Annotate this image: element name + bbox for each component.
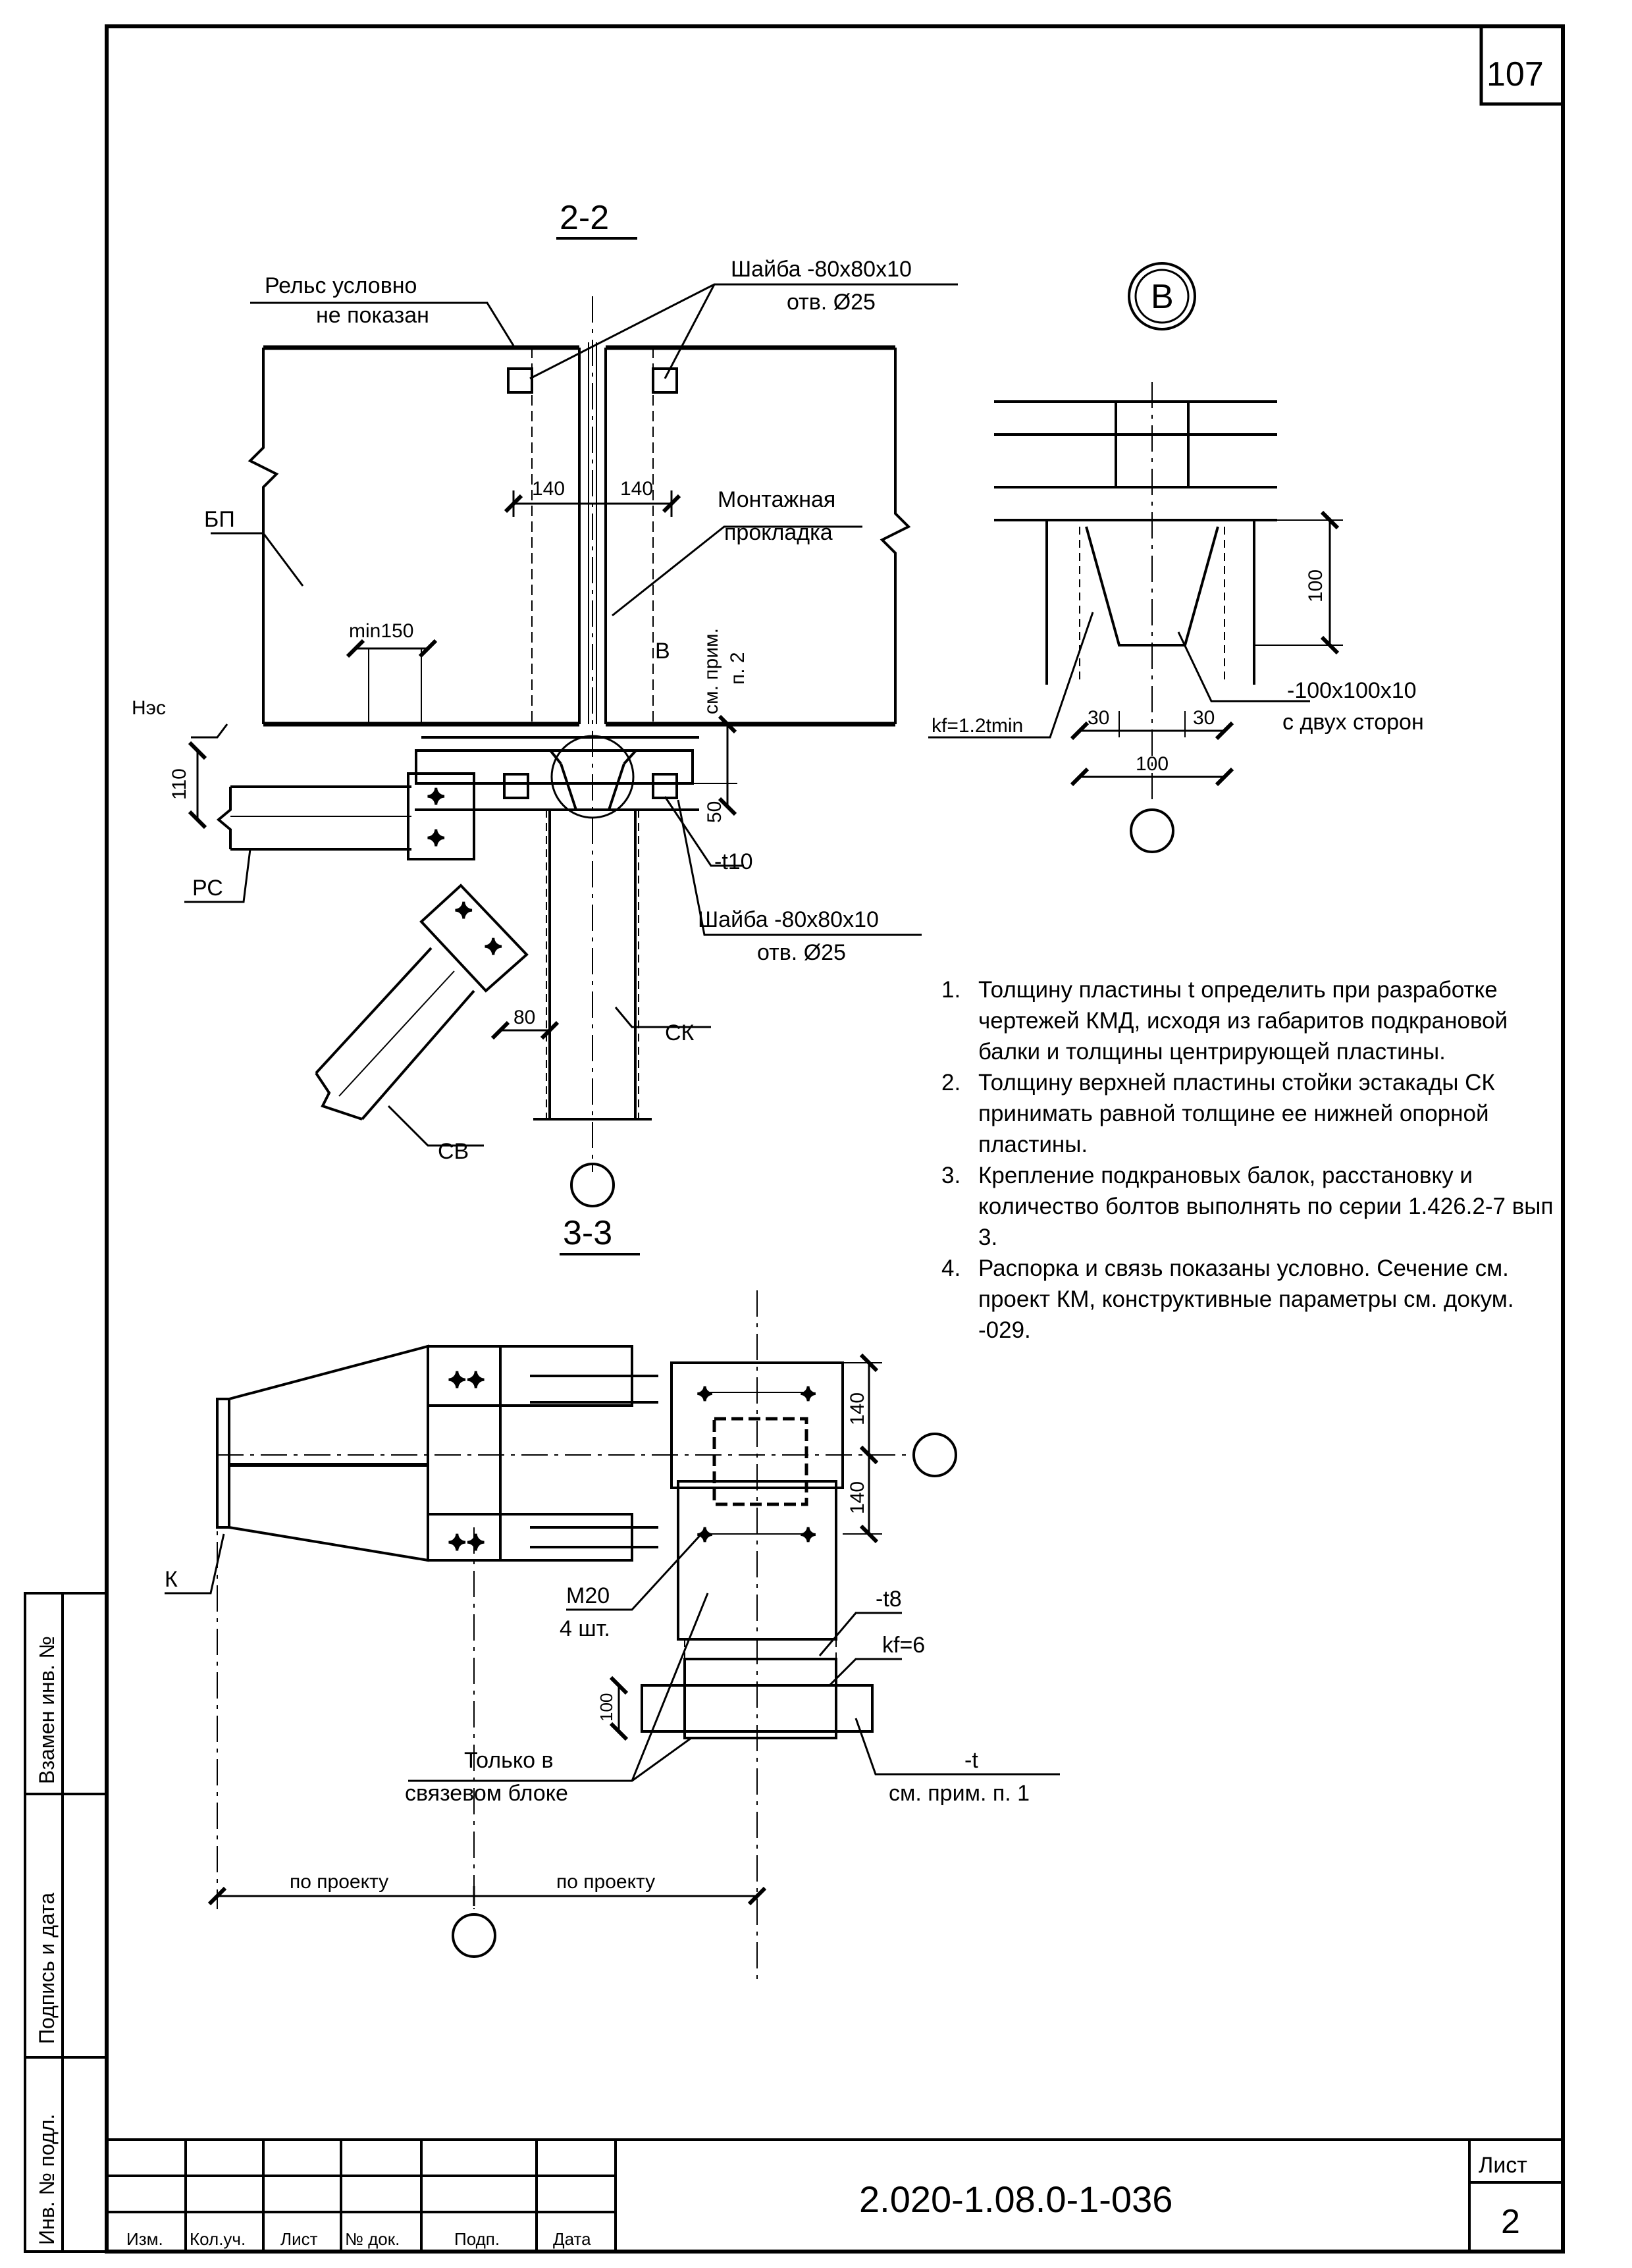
washer-top-line1: Шайба -80x80x10 <box>731 257 912 282</box>
dim-140-left: 140 <box>532 478 565 500</box>
side-stamp <box>24 1592 108 2253</box>
mounting-pad-line2: прокладка <box>724 520 833 545</box>
dim-50: 50 <box>704 801 725 823</box>
label-bp: БП <box>204 507 235 532</box>
note-item: 2. Толщину верхней пластины стойки эстак… <box>941 1067 1554 1160</box>
note-item: 1. Толщину пластины t определить при раз… <box>941 974 1554 1067</box>
svg-text:✦: ✦ <box>800 1384 816 1406</box>
section-3-3: 3-3 ✦✦ ✦✦ <box>165 1214 1060 1982</box>
svg-text:✦: ✦ <box>427 826 446 851</box>
label-kf6: kf=6 <box>882 1633 925 1658</box>
label-rs: РС <box>192 876 223 901</box>
label-t10: -t10 <box>714 849 753 874</box>
label-sk: СК <box>665 1020 695 1045</box>
section-3-3-title: 3-3 <box>563 1214 612 1252</box>
dimensions-2-2 <box>188 490 737 1040</box>
note-number: 2. <box>941 1070 961 1095</box>
strut-rs: ✦ ✦ <box>216 772 475 860</box>
note-item: 4. Распорка и связь показаны условно. Се… <box>941 1253 1554 1346</box>
label-k: К <box>165 1567 178 1592</box>
title-block-headers: Изм. Кол.уч. Лист № док. Подп. Дата <box>126 2229 591 2249</box>
page-number: 107 <box>1487 55 1544 93</box>
dim-140-right: 140 <box>620 478 653 500</box>
bolts-line2: 4 шт. <box>560 1616 610 1641</box>
dim-140-bottom: 140 <box>847 1481 868 1514</box>
sheet-label: Лист <box>1479 2153 1527 2178</box>
svg-text:✦✦: ✦✦ <box>448 1368 485 1393</box>
see-note-line2: п. 2 <box>727 652 749 685</box>
note-text: Толщину пластины t определить при разраб… <box>978 977 1508 1065</box>
dim-min150: min150 <box>349 620 413 642</box>
svg-text:✦✦: ✦✦ <box>448 1531 485 1556</box>
detail-b-dim-100-bottom: 100 <box>1136 753 1169 775</box>
mounting-pad-line1: Монтажная <box>718 487 835 512</box>
dim-140-top: 140 <box>847 1392 868 1425</box>
label-sv: СВ <box>438 1139 469 1164</box>
detail-b-geometry <box>928 382 1343 853</box>
section-2-2: 2-2 <box>132 199 958 1207</box>
header-doc-no: № док. <box>345 2229 400 2249</box>
dim-by-project-left: по проекту <box>290 1871 388 1893</box>
washer-bottom-line2: отв. Ø25 <box>757 940 846 965</box>
label-b: В <box>655 639 670 664</box>
notes-list: 1. Толщину пластины t определить при раз… <box>941 974 1554 1346</box>
sheet-number: 2 <box>1501 2203 1520 2241</box>
header-list: Лист <box>280 2229 318 2249</box>
detail-b-dim-30-right: 30 <box>1193 707 1215 729</box>
svg-text:✦: ✦ <box>427 785 446 810</box>
header-sign: Подп. <box>454 2229 500 2249</box>
plate-t-note: см. прим. п. 1 <box>889 1781 1030 1806</box>
rail-note-line2: не показан <box>316 303 429 328</box>
note-text: Толщину верхней пластины стойки эстакады… <box>978 1070 1495 1157</box>
note-number: 3. <box>941 1163 961 1188</box>
dim-100-3-3: 100 <box>596 1693 616 1722</box>
note-number: 4. <box>941 1255 961 1281</box>
detail-b-dim-100-vertical: 100 <box>1305 569 1327 602</box>
detail-b-kf-label: kf=1.2tmin <box>932 715 1023 737</box>
detail-b-plate-line2: с двух сторон <box>1282 710 1424 735</box>
section-2-2-title: 2-2 <box>560 199 609 237</box>
dim-80: 80 <box>513 1007 535 1028</box>
side-stamp-inv-original: Инв. № подл. <box>35 2114 59 2245</box>
brace-sv: ✦ ✦ <box>315 883 529 1121</box>
side-stamp-sign-date: Подпись и дата <box>35 1893 59 2044</box>
svg-text:✦: ✦ <box>697 1384 713 1406</box>
dim-110: 110 <box>169 768 190 800</box>
sheet-frame <box>105 24 1565 2254</box>
leaders-2-2 <box>184 283 958 1147</box>
only-in-line1: Только в <box>464 1748 554 1773</box>
section-3-3-geometry: ✦✦ ✦✦ ✦ ✦ ✦ ✦ <box>165 1290 1060 1982</box>
crane-beam-outline <box>248 296 911 1172</box>
side-stamp-replace-inv: Взамен инв. № <box>35 1636 59 1784</box>
header-kol-uch: Кол.уч. <box>190 2229 246 2249</box>
note-number: 1. <box>941 977 961 1003</box>
detail-b-plate-line1: -100x100x10 <box>1287 678 1417 703</box>
note-text: Крепление подкрановых балок, расстановку… <box>978 1163 1554 1250</box>
note-item: 3. Крепление подкрановых балок, расстано… <box>941 1160 1554 1253</box>
detail-b: B 100 -100x100x10 с дву <box>928 262 1424 853</box>
svg-text:✦: ✦ <box>454 899 473 924</box>
header-izm: Изм. <box>126 2229 163 2249</box>
detail-b-marker: B <box>1151 278 1174 316</box>
plate-t-label: -t <box>964 1748 978 1773</box>
only-in-line2: связевом блоке <box>405 1781 568 1806</box>
column-sk <box>415 735 699 1207</box>
label-t8: -t8 <box>876 1587 902 1612</box>
washer-top-line2: отв. Ø25 <box>787 290 876 315</box>
see-note-line1: см. прим. <box>700 628 722 714</box>
note-text: Распорка и связь показаны условно. Сечен… <box>978 1255 1514 1343</box>
detail-b-dim-30-left: 30 <box>1088 707 1109 729</box>
svg-text:✦: ✦ <box>800 1525 816 1546</box>
label-nes: Нэс <box>132 697 166 719</box>
svg-text:✦: ✦ <box>484 935 503 960</box>
title-block <box>107 2138 1563 2252</box>
bolts-line1: М20 <box>566 1583 610 1608</box>
document-code: 2.020-1.08.0-1-036 <box>859 2178 1172 2220</box>
washer-bottom-line1: Шайба -80x80x10 <box>698 907 879 932</box>
rail-note-line1: Рельс условно <box>265 273 417 298</box>
dim-by-project-right: по проекту <box>556 1871 655 1893</box>
header-date: Дата <box>553 2229 591 2249</box>
